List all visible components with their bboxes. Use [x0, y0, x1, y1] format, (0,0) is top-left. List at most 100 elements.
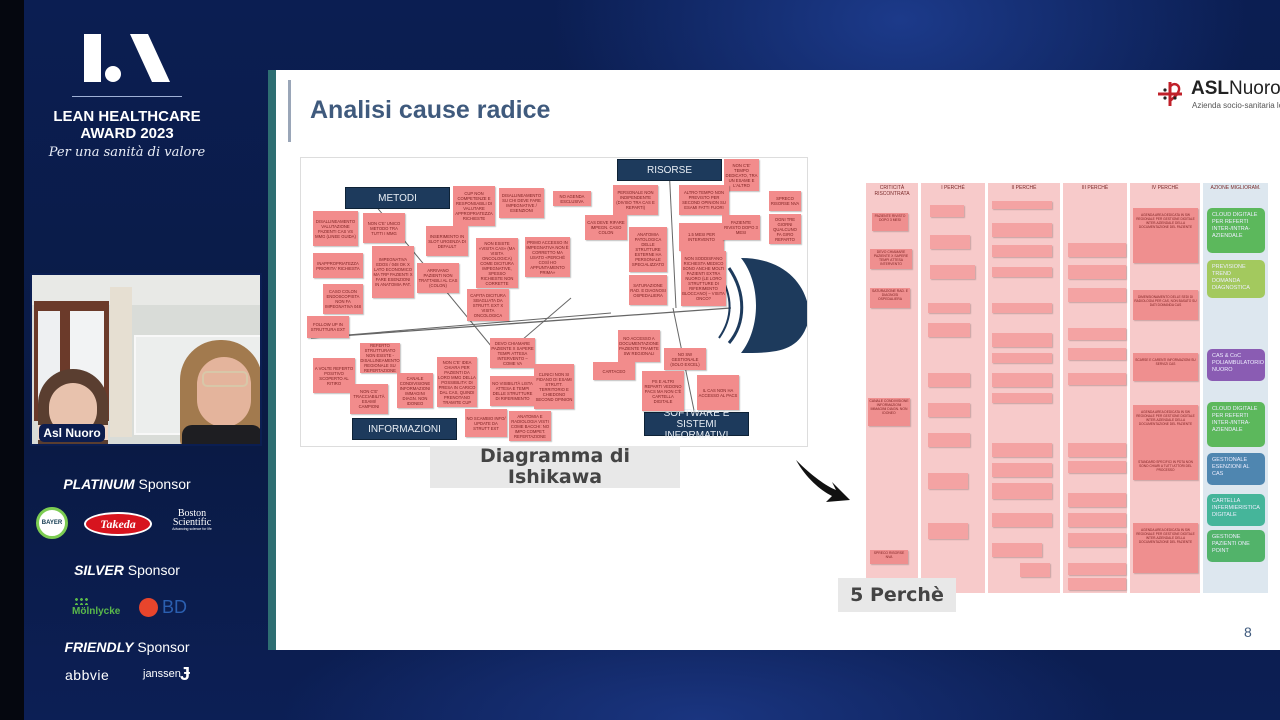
criticita-note: PAZIENTE RIVISTO DOPO 3 MESI — [872, 213, 908, 231]
sticky-note: NON ESISTE «VISITA CAS» (MA VISITA ONCOL… — [476, 238, 518, 288]
cause-note — [928, 303, 970, 313]
bone-risorse — [668, 165, 677, 309]
criticita-note: DEVO CHIAMARE PAZIENTE X SAPERE TEMPI AT… — [870, 249, 912, 269]
cause-note — [992, 223, 1052, 237]
cause-note — [992, 443, 1052, 457]
sticky-note: ARRIVANO PAZIENTI NON TRATTABILI AL CAS … — [417, 263, 459, 293]
cause-note — [992, 393, 1052, 403]
column-header: II PERCHÉ — [1011, 185, 1037, 191]
sticky-note: CAS DEVE RIFARE IMPEGN. CASO COLON — [585, 215, 627, 240]
takeda-logo: Takeda — [84, 512, 152, 536]
sticky-note: NO ACCESSO A DOCUMENTAZIONE PAZIENTE TRA… — [618, 330, 660, 362]
janssen-mark-icon: Ɉ — [180, 664, 191, 684]
column-header: I PERCHÉ — [941, 185, 965, 191]
spine-line — [310, 307, 732, 339]
sticky-note: CANALE CONDIVISIONE INFORMAZIONI IMMAGIN… — [397, 373, 433, 408]
column-header: CRITICITÀ RISCONTRATA — [874, 185, 910, 197]
brand-title-line1: LEAN HEALTHCARE — [53, 108, 201, 125]
sponsor-word: Sponsor — [127, 562, 180, 578]
cause-note — [928, 323, 970, 337]
cause-note — [992, 267, 1052, 277]
page-number: 8 — [1244, 624, 1252, 640]
sticky-note: DISALLINEAMENTO SU CHI DEVE FARE IMPEGNA… — [499, 188, 544, 218]
boston-name: Boston Scientific — [172, 508, 212, 528]
tier: PLATINUM — [63, 476, 135, 492]
bd-sun-icon — [139, 598, 158, 617]
cause-note — [992, 373, 1052, 387]
sticky-note: PERSONALE NON INDIPENDENTE (DIVISO TRA C… — [613, 185, 658, 215]
cause-note — [992, 245, 1052, 257]
category-header: INFORMAZIONI — [352, 418, 457, 440]
cause-note — [1068, 461, 1126, 473]
cause-note — [992, 201, 1052, 209]
cause-note — [1068, 243, 1126, 257]
left-edge — [0, 0, 24, 720]
cause-note — [930, 205, 964, 217]
title-accent-bar — [288, 80, 291, 142]
sticky-note: 1.5 MESI PER INTERVENTO — [679, 223, 724, 251]
cause-note — [1068, 373, 1126, 385]
cause-note — [1068, 265, 1126, 279]
sticky-note: NON C'E' IDEA CHIARA PER PAZIENTI DA LOR… — [437, 357, 477, 407]
person-right-jacket — [182, 425, 260, 444]
sticky-note: REFERTO STRUTTURATO NON ESISTE - DISALLI… — [360, 343, 400, 373]
iv-perche-note: STANDARD SPECIFICI IN PDTA NON SONO CHIA… — [1133, 455, 1198, 480]
spine-line — [310, 312, 612, 339]
bayer-logo: BAYER — [36, 507, 68, 539]
abbvie-logo: abbvie — [65, 667, 110, 683]
brand-tagline: Per una sanità di valore — [48, 145, 206, 160]
janssen-logo: janssen — [143, 668, 181, 680]
molnlycke-dots-icon — [74, 597, 88, 605]
sticky-note: INSERIMENTO IN SLOT URGENZA DI DEFAULT — [426, 226, 468, 256]
person-right-face — [197, 357, 251, 427]
sticky-note: PAZIENTE RIVISTO DOPO 3 MESI — [722, 215, 760, 240]
cause-note — [1068, 328, 1126, 340]
cause-note — [928, 373, 970, 387]
sticky-note: NON SODDISFANO RICHIESTA MEDICO SONO ANC… — [681, 251, 726, 306]
bd-logo: BD — [162, 597, 188, 617]
sponsor-word: Sponsor — [137, 639, 190, 655]
sticky-note: DEVO CHIAMARE PAZIENTE X SAPERE TEMPI AT… — [490, 338, 535, 368]
iv-perche-note: AGENDA AREA DEDICATA IN SW REGIONALE PER… — [1133, 405, 1198, 455]
sticky-note: NO AGENDA ESCLUSIVA — [553, 191, 591, 206]
cause-note — [930, 235, 970, 249]
table-column: CRITICITÀ RISCONTRATA — [866, 183, 918, 593]
cause-note — [1068, 563, 1126, 575]
sticky-note: A VOLTE REFERTO POSITIVO SCOPERTO AL RIT… — [313, 358, 355, 393]
sticky-note: CLINICI NON SI FIDANO DI ESAMI STRUTT. T… — [534, 364, 574, 409]
category-header: RISORSE — [617, 159, 722, 181]
cause-note — [992, 463, 1052, 477]
silver-sponsor-heading: SILVER Sponsor — [24, 562, 230, 578]
category-header: METODI — [345, 187, 450, 209]
sticky-note: ANATOMIA E RADIOLOGIA VISTI COME BACCHI:… — [509, 411, 551, 441]
cause-note — [1068, 533, 1126, 547]
sticky-note: INAPPROPRIATEZZA PRIORITA' RICHIESTA — [313, 253, 363, 278]
cause-note — [992, 353, 1052, 363]
boston-tagline: Advancing science for life — [172, 527, 212, 531]
brand-divider — [72, 96, 182, 97]
improvement-action: GESTIONE PAZIENTI ONE POINT — [1207, 530, 1265, 562]
cause-note — [930, 265, 975, 279]
cause-note — [1068, 348, 1126, 360]
improvement-action: CAS & CoC POLIAMBULATORIO NUORO — [1207, 349, 1265, 381]
asl-name: Nuoro — [1229, 78, 1280, 99]
asl-subtitle: Azienda socio-sanitaria locale — [1192, 101, 1280, 110]
cause-note — [992, 303, 1052, 313]
sticky-note: NO SW GESTIONALE (SOLO EXCEL) — [664, 348, 706, 370]
sticky-note: CUP NON COMPETENZE E RESPONSABILI DI VAL… — [453, 186, 495, 226]
curtain — [110, 287, 132, 437]
brand-title-line2: AWARD 2023 — [80, 125, 174, 142]
participant-video[interactable]: Asl Nuoro — [30, 273, 262, 446]
sticky-note: CAPITA DICITURA SBAGLIATA DA STRUTT. EXT… — [467, 289, 509, 321]
iv-perche-note: AGENDA AREA DEDICATA IN SW REGIONALE PER… — [1133, 208, 1198, 263]
category-header: SOFTWARE E SISTEMI INFORMATIVI — [644, 408, 749, 441]
cause-note — [992, 483, 1052, 499]
sticky-note: CASO COLON ENDOSCOPISTA NON FA IMPEGNATI… — [323, 284, 363, 314]
platinum-sponsor-heading: PLATINUM Sponsor — [24, 476, 230, 492]
sticky-note: SATURAZIONE RAD. E DIAGNOSI OSPEDALIERA — [629, 275, 667, 305]
slide-title: Analisi cause radice — [310, 96, 551, 124]
asl-nuoro-logo: ASLNuoro — [1191, 78, 1280, 100]
sticky-note: SPRECO RISORSE NVA — [769, 191, 801, 211]
sticky-note: OGNI TRE GIORNI QUALCUNO FA GIRO REPARTO — [769, 214, 801, 244]
